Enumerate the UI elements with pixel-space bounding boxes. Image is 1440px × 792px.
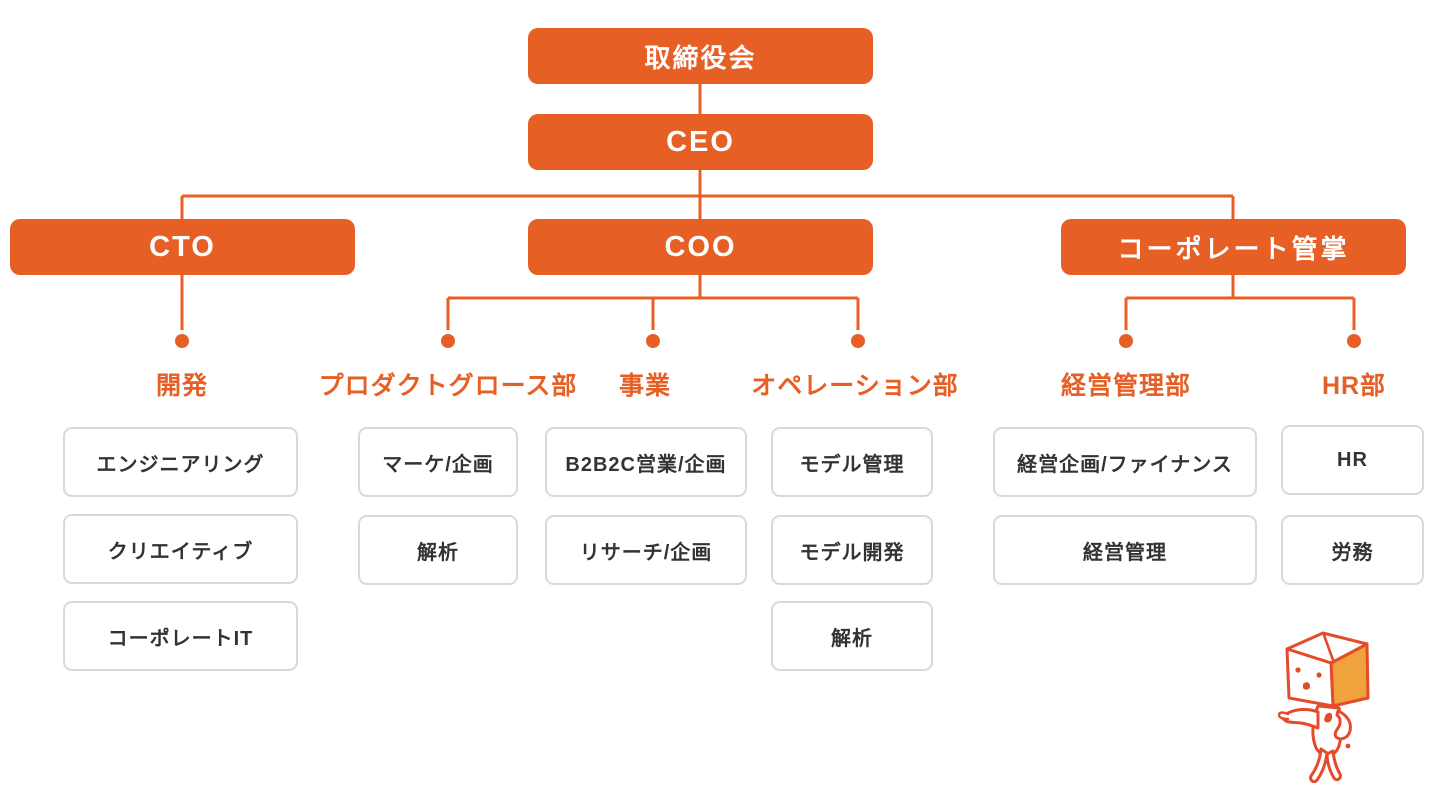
team-box-research-planning: リサーチ/企画 <box>545 515 747 585</box>
node-ceo: CEO <box>528 114 873 170</box>
team-box-b2b2c-sales: B2B2C営業/企画 <box>545 427 747 497</box>
node-cto: CTO <box>10 219 355 275</box>
team-box-creative: クリエイティブ <box>63 514 298 584</box>
dept-label-dev: 開発 <box>155 372 208 400</box>
team-box-analysis-pg: 解析 <box>358 515 518 585</box>
team-box-marketing-planning: マーケ/企画 <box>358 427 518 497</box>
dept-label-operations: オペレーション部 <box>751 372 959 400</box>
dept-label-hr: HR部 <box>1321 372 1387 400</box>
node-board: 取締役会 <box>528 28 873 84</box>
team-box-hr: HR <box>1281 425 1424 495</box>
team-box-labor: 労務 <box>1281 515 1424 585</box>
dept-label-management: 経営管理部 <box>1060 372 1191 400</box>
team-box-corporate-it: コーポレートIT <box>63 601 298 671</box>
team-box-corp-management: 経営管理 <box>993 515 1257 585</box>
mascot-box-character-icon <box>1278 631 1370 784</box>
dept-label-product-growth: プロダクトグロース部 <box>318 372 578 400</box>
team-box-corp-planning-finance: 経営企画/ファイナンス <box>993 427 1257 497</box>
node-coo: COO <box>528 219 873 275</box>
team-box-engineering: エンジニアリング <box>63 427 298 497</box>
team-box-model-management: モデル管理 <box>771 427 933 497</box>
node-corporate: コーポレート管掌 <box>1061 219 1406 275</box>
dept-label-business: 事業 <box>618 372 671 400</box>
team-box-model-development: モデル開発 <box>771 515 933 585</box>
branch-dots <box>175 334 1361 348</box>
team-box-analysis-ops: 解析 <box>771 601 933 671</box>
